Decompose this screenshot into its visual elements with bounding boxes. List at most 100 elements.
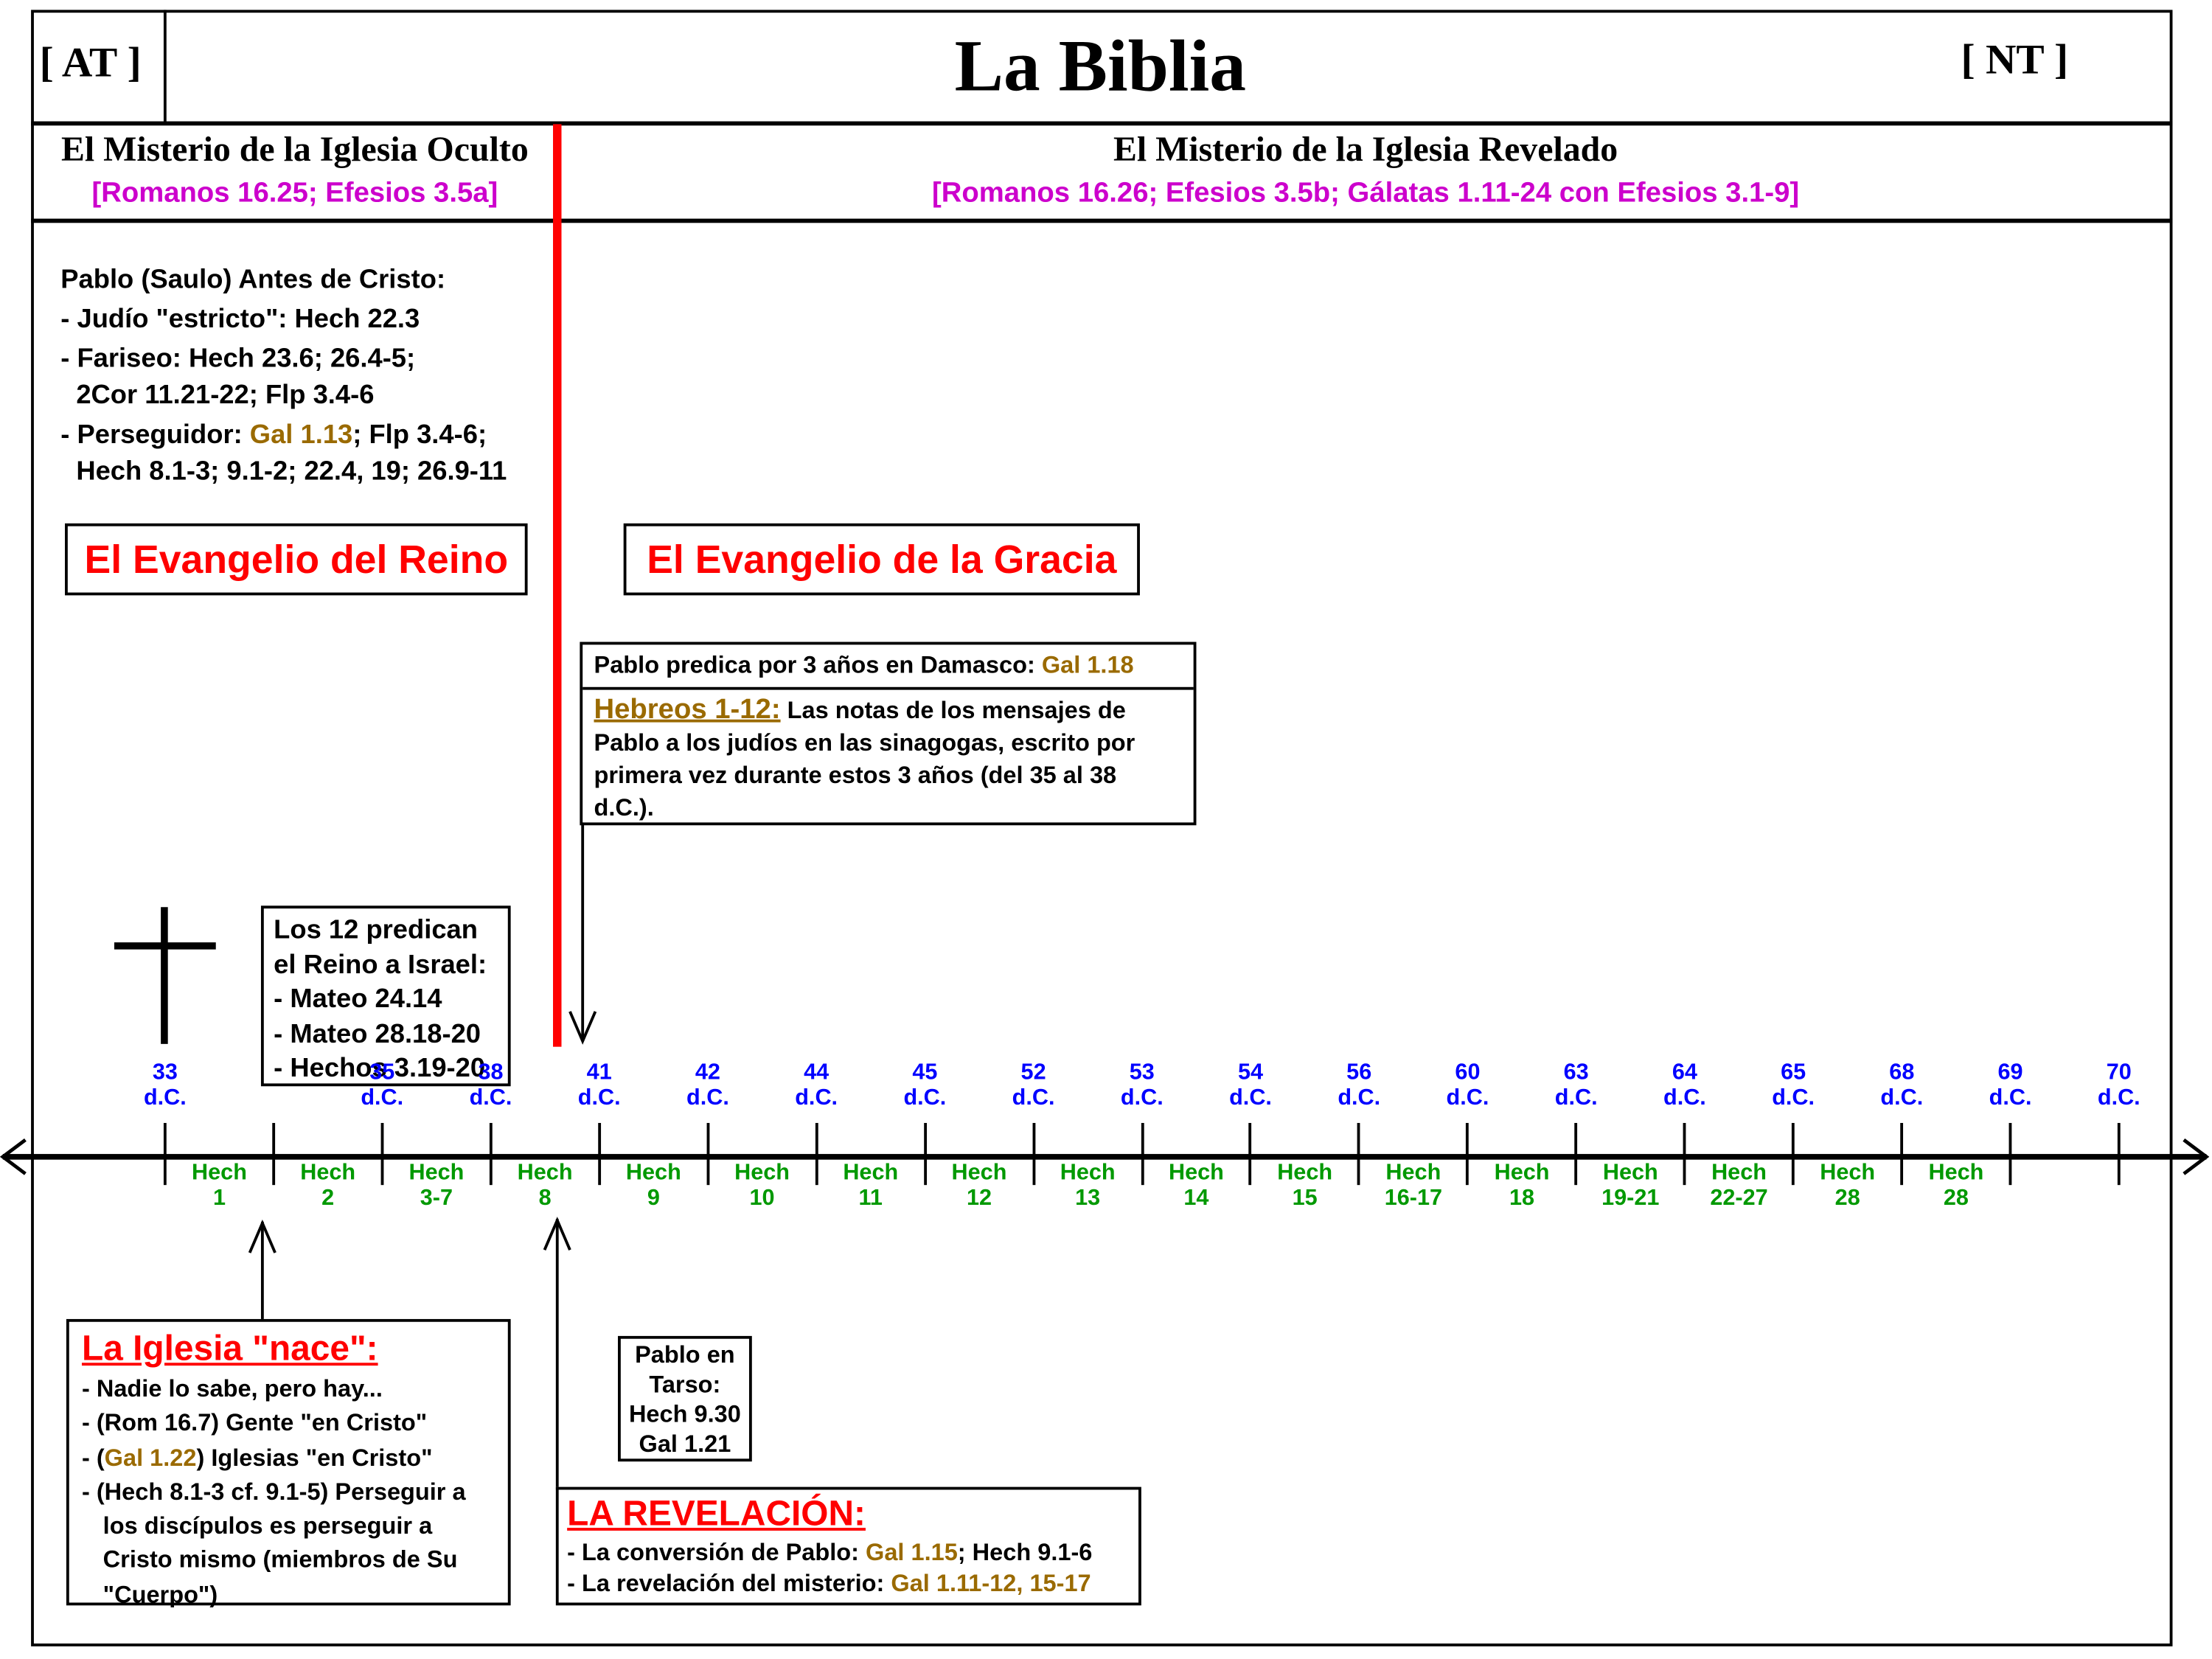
- era-label: d.C.: [469, 1086, 512, 1110]
- text: ; Hech 9.1-6: [957, 1539, 1093, 1566]
- timeline-tick: [597, 1122, 601, 1186]
- text: Gal 1.21: [639, 1430, 731, 1458]
- scripture-ref: Gal 1.15: [866, 1539, 958, 1566]
- hech-word: Hech: [1928, 1161, 1984, 1186]
- pablo-line: 2Cor 11.21-22; Flp 3.4-6: [76, 380, 375, 411]
- text: Tarso:: [649, 1371, 721, 1399]
- left-section-refs: [Romanos 16.25; Efesios 3.5a]: [91, 178, 498, 209]
- revelation-arrow-line: [555, 1219, 559, 1490]
- era-label: d.C.: [1989, 1086, 2032, 1110]
- timeline-tick: [1357, 1122, 1361, 1186]
- section-divider: [31, 218, 2173, 223]
- hech-word: Hech: [517, 1161, 573, 1186]
- timeline-tick: [1249, 1122, 1252, 1186]
- hech-word: Hech: [1168, 1161, 1224, 1186]
- text: - Mateo 24.14: [274, 984, 442, 1015]
- year-value: 53: [1129, 1060, 1155, 1085]
- outer-frame: [31, 10, 2173, 1646]
- era-label: d.C.: [903, 1086, 947, 1110]
- pablo-line: - Judío "estricto": Hech 22.3: [60, 305, 420, 335]
- right-section-title: El Misterio de la Iglesia Revelado: [1113, 131, 1618, 170]
- chapter-value: 14: [1183, 1186, 1209, 1211]
- text: Pablo en: [635, 1341, 735, 1368]
- chapter-value: 1: [212, 1186, 226, 1211]
- arrow-down-icon: [568, 1011, 597, 1045]
- era-label: d.C.: [1012, 1086, 1055, 1110]
- era-label: d.C.: [686, 1086, 729, 1110]
- chapter-value: 15: [1292, 1186, 1318, 1211]
- timeline-tick: [1574, 1122, 1578, 1186]
- year-value: 35: [369, 1060, 395, 1085]
- scripture-ref: Gal 1.13: [249, 420, 353, 451]
- text: ) Iglesias "en Cristo": [196, 1444, 433, 1471]
- hech-word: Hech: [1385, 1161, 1441, 1186]
- timeline-tick: [380, 1122, 384, 1186]
- revelation-red-line: [553, 124, 562, 1047]
- hech-word: Hech: [951, 1161, 1007, 1186]
- year-value: 65: [1781, 1060, 1806, 1085]
- era-label: d.C.: [143, 1086, 187, 1110]
- timeline-tick: [1032, 1122, 1035, 1186]
- era-label: d.C.: [361, 1086, 404, 1110]
- hech-word: Hech: [192, 1161, 247, 1186]
- chapter-value: 11: [858, 1186, 883, 1211]
- text: Los 12 predican: [274, 915, 478, 945]
- damasco-arrow-line: [581, 822, 585, 1040]
- text: - La revelación del misterio: Gal 1.11-1…: [567, 1569, 1130, 1600]
- chapter-value: 19-21: [1601, 1186, 1660, 1211]
- pablo-heading: Pablo (Saulo) Antes de Cristo:: [60, 265, 446, 295]
- pablo-line: Hech 8.1-3; 9.1-2; 22.4, 19; 26.9-11: [76, 456, 507, 487]
- chapter-value: 18: [1509, 1186, 1535, 1211]
- year-value: 69: [1997, 1060, 2023, 1085]
- cross-icon: [161, 907, 168, 1044]
- timeline-axis: [2, 1154, 2207, 1160]
- text: - La conversión de Pablo:: [567, 1539, 866, 1566]
- hech-word: Hech: [1277, 1161, 1333, 1186]
- page-title: La Biblia: [954, 27, 1247, 108]
- chapter-value: 12: [966, 1186, 992, 1211]
- revelacion-box: LA REVELACIÓN: - La conversión de Pablo:…: [555, 1486, 1141, 1606]
- tarso-box: Pablo en Tarso: Hech 9.30 Gal 1.21: [618, 1335, 752, 1462]
- text: - (: [81, 1444, 105, 1471]
- era-label: d.C.: [1446, 1086, 1489, 1110]
- timeline-tick: [163, 1122, 167, 1186]
- text: - Mateo 28.18-20: [274, 1019, 481, 1049]
- arrow-up-icon: [543, 1217, 571, 1251]
- era-label: d.C.: [1554, 1086, 1598, 1110]
- chapter-value: 10: [749, 1186, 775, 1211]
- era-label: d.C.: [577, 1086, 621, 1110]
- year-value: 63: [1563, 1060, 1589, 1085]
- text: - (Gal 1.22) Iglesias "en Cristo": [82, 1441, 495, 1475]
- timeline-tick: [1683, 1122, 1686, 1186]
- damasco-line: Pablo predica por 3 años en Damasco: Gal…: [582, 644, 1194, 690]
- hech-word: Hech: [1602, 1161, 1658, 1186]
- year-value: 54: [1237, 1060, 1264, 1085]
- text: Pablo predica por 3 años en Damasco:: [594, 651, 1042, 679]
- text: - La conversión de Pablo: Gal 1.15; Hech…: [567, 1537, 1130, 1568]
- scripture-ref: Gal 1.22: [104, 1444, 197, 1471]
- timeline-tick: [923, 1122, 927, 1186]
- year-value: 64: [1672, 1060, 1697, 1085]
- era-label: d.C.: [1338, 1086, 1381, 1110]
- text: Las notas de los mensajes de Pablo a los…: [594, 697, 1135, 821]
- era-label: d.C.: [1229, 1086, 1272, 1110]
- text: - Hechos 3.19-20: [274, 1054, 486, 1084]
